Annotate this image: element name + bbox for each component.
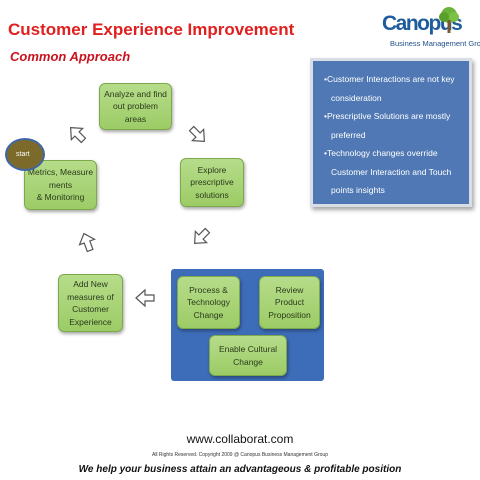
page-subtitle: Common Approach [10,49,131,64]
step-review-label: Review Product Proposition [268,284,311,320]
step-process-technology: Process & Technology Change [177,276,240,329]
logo-tagline: Business Management Group [390,39,480,48]
canopus-logo: Canopus Business Management Group [380,6,480,52]
step-review-product: Review Product Proposition [259,276,320,329]
step-culture-label: Enable Cultural Change [218,344,278,367]
step-metrics-monitoring: Metrics, Measure ments & Monitoring [24,160,97,210]
step-analyze: Analyze and find out problem areas [99,83,172,130]
info-bullet: Customer Interactions are not key consid… [323,70,465,107]
start-label: start [16,151,30,158]
step-metrics-label: Metrics, Measure ments & Monitoring [27,167,94,203]
step-analyze-label: Analyze and find out problem areas [104,88,167,124]
cycle-arrow-icon [78,232,96,253]
cycle-arrow-icon [69,126,87,144]
info-bullet: Technology changes override Customer Int… [323,144,465,200]
step-explore: Explore prescriptive solutions [180,158,244,207]
cycle-arrow-icon [188,125,206,143]
step-explore-label: Explore prescriptive solutions [190,164,234,200]
cycle-arrow-icon [193,227,211,245]
info-bullet: Prescriptive Solutions are mostly prefer… [323,107,465,144]
footer-tagline: We help your business attain an advantag… [78,464,402,475]
step-process-label: Process & Technology Change [186,284,230,320]
step-measures-label: Add New measures of Customer Experience [67,279,114,327]
info-bullet-list: Customer Interactions are not key consid… [323,70,465,200]
step-add-measures: Add New measures of Customer Experience [58,274,123,332]
page-title: Customer Experience Improvement [8,20,295,39]
start-marker: start [5,138,45,171]
info-box: Customer Interactions are not key consid… [310,58,472,207]
cycle-arrow-icon [135,288,155,308]
copyright-notice: All Rights Reserved. Copyright 2009 @ Ca… [151,452,328,458]
tree-icon [439,7,459,33]
step-cultural-change: Enable Cultural Change [209,335,287,376]
website-url: www.collaborat.com [186,432,294,446]
